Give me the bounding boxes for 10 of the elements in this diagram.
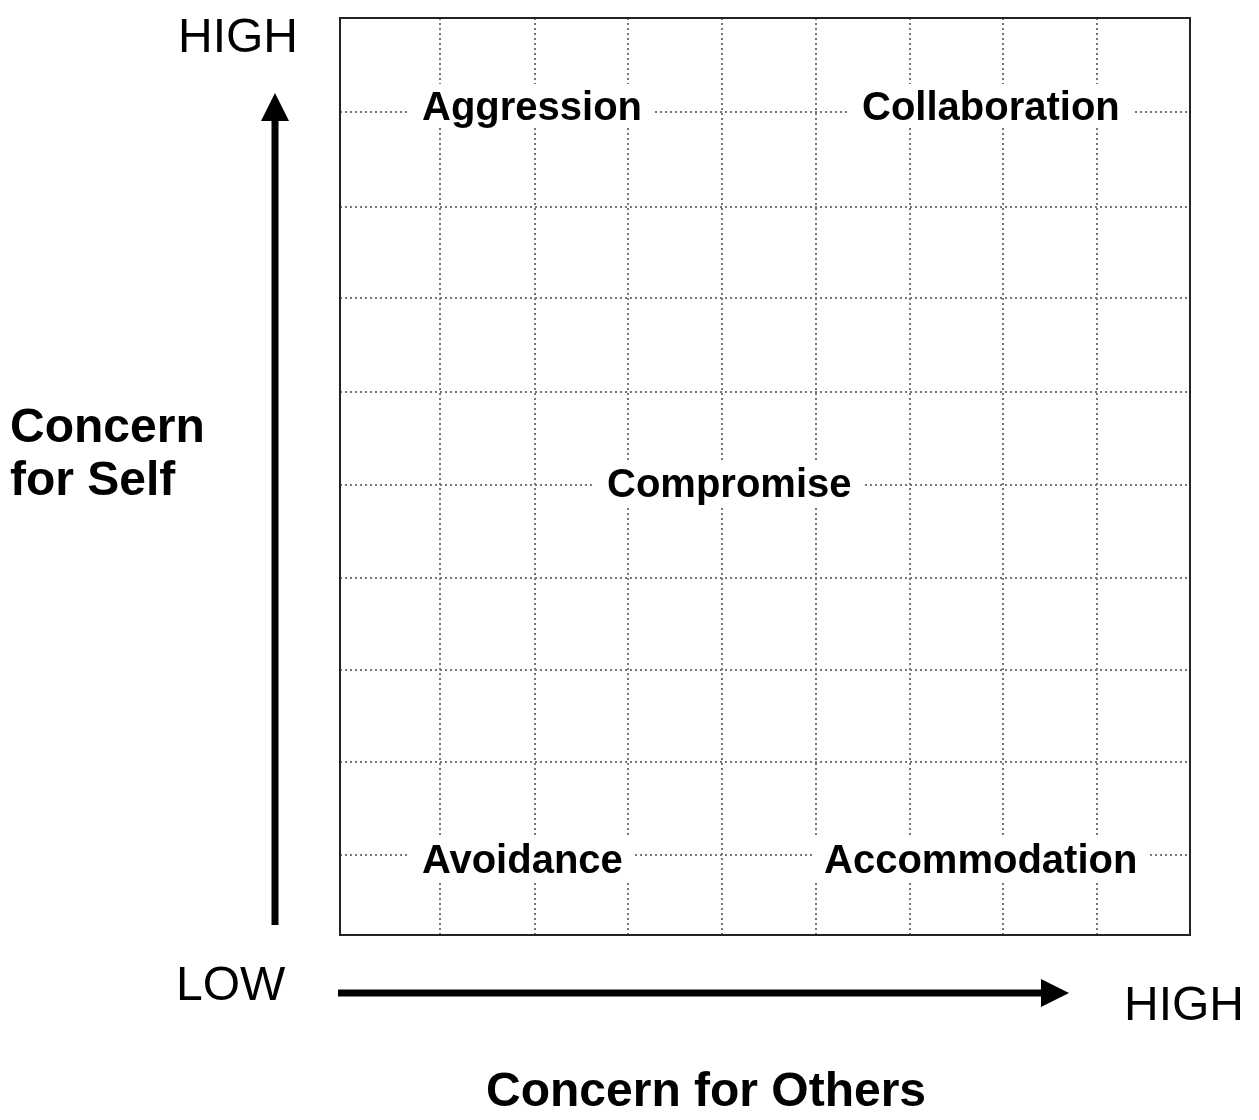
- axis-level-label: HIGH: [1124, 978, 1244, 1031]
- quadrant-label: Avoidance: [410, 837, 635, 881]
- axis-title: Concern for Self: [10, 400, 206, 506]
- quadrant-label: Compromise: [595, 461, 864, 505]
- quadrant-label: Accommodation: [812, 837, 1150, 881]
- quadrant-label: Collaboration: [850, 84, 1132, 128]
- axis-level-label: LOW: [176, 958, 286, 1011]
- axis-title: Concern for Others: [486, 1064, 927, 1117]
- axis-level-label: HIGH: [178, 10, 298, 63]
- quadrant-label: Aggression: [410, 84, 655, 128]
